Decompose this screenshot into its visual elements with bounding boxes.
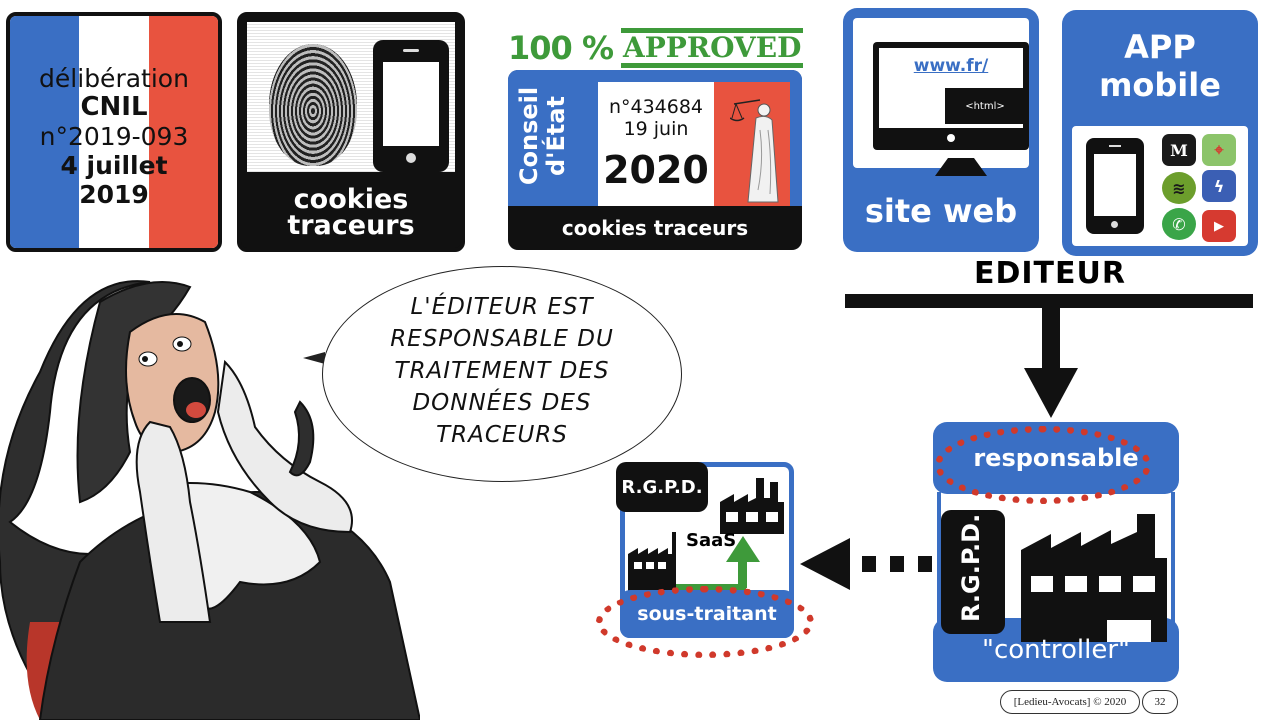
- etat-label: d'État: [542, 95, 570, 177]
- app-title-line2: mobile: [1099, 66, 1221, 104]
- left-arrow-icon: [800, 538, 850, 590]
- halftone-background: [247, 22, 455, 172]
- responsable-controller-card: responsable R.G.P.D. "controller": [933, 422, 1179, 686]
- app-illustration: M ⌖ ≋ ϟ ✆ ▶: [1072, 126, 1248, 246]
- decision-date: 19 juin: [623, 118, 689, 140]
- green-up-arrow-icon: [726, 536, 760, 562]
- cnil-line-deliberation: délibération: [39, 63, 189, 93]
- site-web-illustration: www.fr/ <html>: [853, 18, 1029, 176]
- bubble-line: RESPONSABLE DU: [390, 326, 614, 352]
- app-mobile-title: APP mobile: [1062, 28, 1258, 104]
- cnil-deliberation-card: délibération CNIL n°2019-093 4 juillet 2…: [6, 12, 222, 252]
- cookies-label-line2: traceurs: [287, 210, 415, 241]
- conseil-cookies-traceurs-label: cookies traceurs: [561, 216, 749, 240]
- dotted-arrow-dash: [918, 556, 932, 572]
- dotted-arrow-dash: [862, 556, 876, 572]
- factory-saas-icon: [628, 532, 676, 592]
- rgpd-vertical-label: R.G.P.D.: [957, 513, 985, 622]
- lady-justice-statue-icon: [730, 99, 779, 203]
- decision-year: 2020: [603, 148, 709, 192]
- bubble-line: TRAITEMENT DES: [394, 358, 610, 384]
- red-dotted-highlight: [935, 426, 1151, 504]
- cnil-line-number: n°2019-093: [39, 122, 189, 152]
- smartphone-icon: [1086, 138, 1144, 234]
- approved-stamp: 100 % APPROVED: [508, 28, 808, 68]
- desktop-monitor-icon: www.fr/ <html>: [873, 42, 1029, 150]
- bubble-line: L'ÉDITEUR EST: [410, 294, 594, 320]
- cnil-line-year: 2019: [79, 179, 149, 209]
- cookies-label-line1: cookies: [293, 184, 409, 215]
- copyright-footer: [Ledieu-Avocats] © 2020: [1000, 690, 1140, 714]
- cookies-traceurs-card: cookies traceurs: [237, 12, 465, 252]
- google-maps-icon: ⌖: [1202, 134, 1236, 166]
- speech-bubble-text: L'ÉDITEUR EST RESPONSABLE DU TRAITEMENT …: [323, 267, 681, 481]
- decision-number: n°434684: [608, 96, 704, 118]
- red-dotted-highlight: [596, 586, 814, 658]
- cookies-traceurs-label: cookies traceurs: [241, 178, 461, 248]
- bubble-line: TRACEURS: [436, 422, 568, 448]
- youtube-icon: ▶: [1202, 210, 1236, 242]
- factory-icon: [1021, 514, 1167, 642]
- url-text: www.fr/: [913, 56, 989, 76]
- controller-label: "controller": [982, 635, 1130, 665]
- app-title-line1: APP: [1124, 28, 1196, 66]
- monitor-stand: [935, 158, 987, 176]
- html-tag-box: <html>: [945, 88, 1025, 124]
- app-mobile-card: APP mobile M ⌖ ≋ ϟ ✆ ▶: [1062, 10, 1258, 256]
- cnil-line-cnil: CNIL: [80, 92, 148, 123]
- conseil-etat-vertical-label: Conseil d'État: [515, 76, 592, 196]
- site-web-card: www.fr/ <html> site web: [843, 8, 1039, 252]
- conseil-etat-card: Conseil d'État n°434684 19 juin 2020 coo…: [508, 70, 802, 250]
- speech-bubble-tail: [303, 352, 325, 364]
- down-arrow-shaft: [1042, 306, 1060, 374]
- flag-blue-section: [508, 70, 598, 206]
- shouting-lawyer-illustration: [0, 280, 420, 720]
- approved-word: APPROVED: [621, 28, 804, 68]
- saas-label: SaaS: [686, 530, 737, 551]
- rgpd-badge: R.G.P.D.: [616, 462, 708, 512]
- cnil-text-block: délibération CNIL n°2019-093 4 juillet 2…: [10, 16, 218, 248]
- dotted-arrow-dash: [890, 556, 904, 572]
- smartphone-icon: [373, 40, 449, 172]
- down-arrow-icon: [1024, 368, 1078, 418]
- flag-white-stripe: [79, 16, 149, 248]
- editeur-bar: [845, 294, 1253, 308]
- le-monde-icon: M: [1162, 134, 1196, 166]
- flag-white-section: [598, 82, 714, 206]
- page-number: 32: [1142, 690, 1178, 714]
- cnil-line-date: 4 juillet: [60, 150, 168, 180]
- speech-bubble: L'ÉDITEUR EST RESPONSABLE DU TRAITEMENT …: [322, 266, 682, 482]
- decision-info: n°434684 19 juin: [598, 96, 714, 140]
- bubble-line: DONNÉES DES: [412, 390, 592, 416]
- whatsapp-icon: ✆: [1162, 208, 1196, 240]
- conseil-label: Conseil: [515, 86, 543, 186]
- fingerprint-icon: [269, 44, 357, 166]
- spotify-icon: ≋: [1162, 172, 1196, 204]
- rgpd-vertical-badge: R.G.P.D.: [941, 510, 1005, 634]
- approved-percentage: 100 %: [508, 29, 614, 67]
- flag-blue-stripe: [10, 16, 80, 248]
- flag-red-stripe: [148, 16, 218, 248]
- messenger-icon: ϟ: [1202, 170, 1236, 202]
- green-arrow-shaft: [738, 556, 747, 588]
- site-web-label: site web: [864, 192, 1018, 230]
- factory-small-icon: [720, 478, 784, 534]
- editeur-label: EDITEUR: [974, 256, 1126, 291]
